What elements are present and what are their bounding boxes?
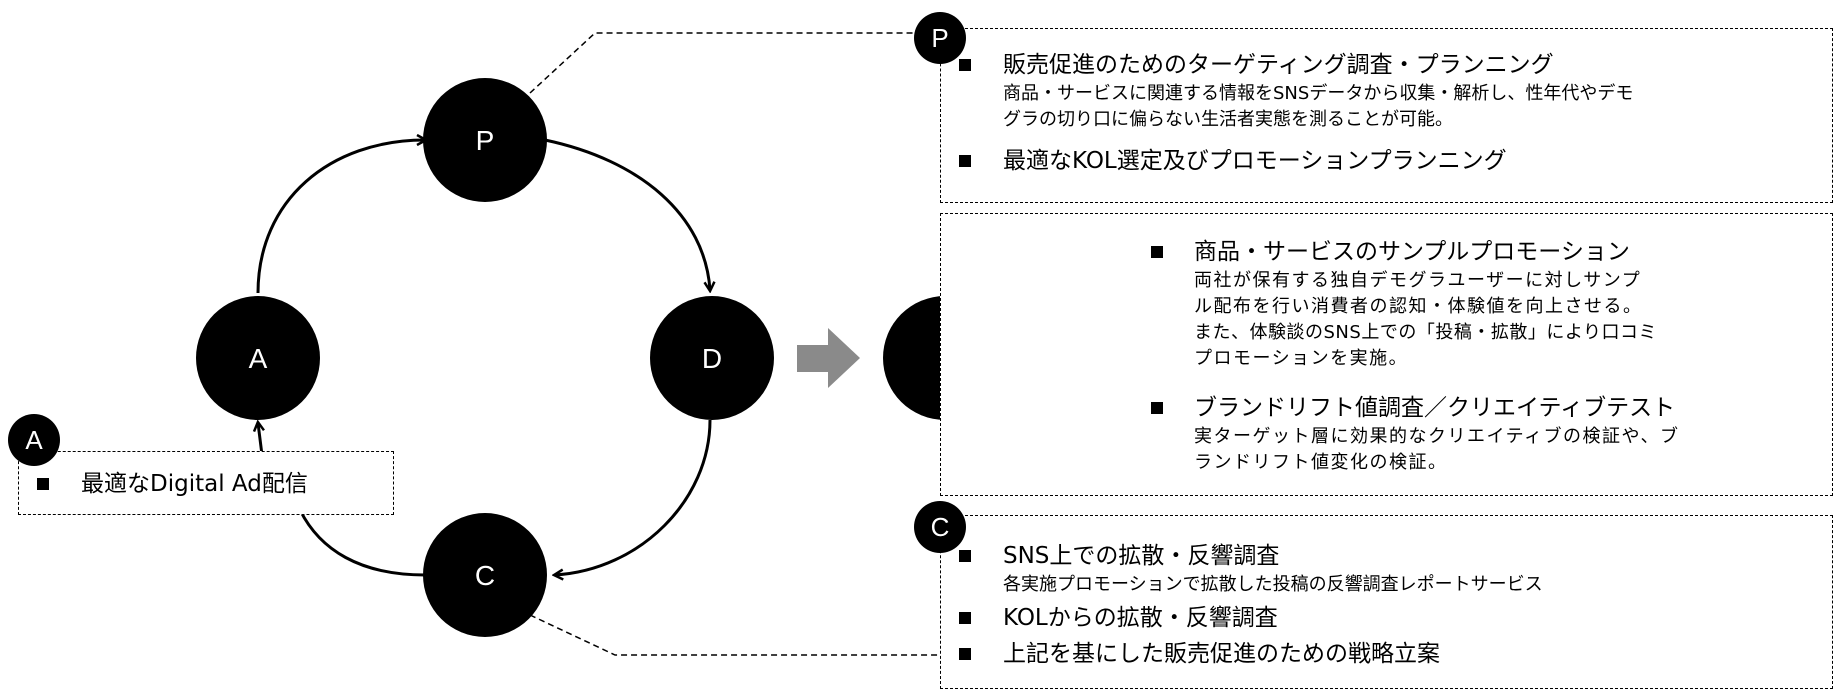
node-d-label: D: [702, 343, 722, 374]
box-act: 最適なDigital Ad配信: [18, 451, 394, 515]
node-d: [650, 296, 774, 420]
arc-p-to-d: [544, 138, 710, 290]
item-sub-line: 実ターゲット層に効果的なクリエイティブの検証や、ブ: [1194, 426, 1680, 447]
box-check: SNS上での拡散・反響調査 各実施プロモーションで拡散した投稿の反響調査レポート…: [940, 515, 1833, 689]
list-item: 最適なKOL選定及びプロモーションプランニング: [941, 148, 1832, 181]
bullet-icon: [959, 59, 971, 71]
node-c-label: C: [475, 560, 495, 591]
item-sub-line: 商品・サービスに関連する情報をSNSデータから収集・解析し、性年代やデモ: [1003, 83, 1634, 104]
node-a-label: A: [249, 343, 268, 374]
item-sub-line: ランドリフト値変化の検証。: [1194, 452, 1448, 473]
bullet-icon: [959, 550, 971, 562]
node-p: [423, 78, 547, 202]
list-item: 販売促進のためのターゲティング調査・プランニング 商品・サービスに関連する情報を…: [941, 52, 1832, 139]
item-sub-line: プロモーションを実施。: [1194, 348, 1409, 369]
item-heading: SNS上での拡散・反響調査: [1003, 543, 1280, 569]
node-a: [196, 296, 320, 420]
bullet-icon: [1151, 402, 1163, 414]
box-interactive: 商品・サービスのサンプルプロモーション 両社が保有する独自デモグラユーザーに対し…: [940, 213, 1833, 496]
transition-arrow: [797, 328, 860, 388]
item-heading: 最適なKOL選定及びプロモーションプランニング: [1003, 148, 1507, 174]
item-sub-line: グラの切り口に偏らない生活者実態を測ることが可能。: [1003, 109, 1453, 130]
bullet-icon: [959, 155, 971, 167]
item-sub-line: ル配布を行い消費者の認知・体験値を向上させる。: [1194, 296, 1643, 317]
node-p-label: P: [476, 125, 495, 156]
item-sub-line: 両社が保有する独自デモグラユーザーに対しサンプ: [1194, 270, 1642, 291]
item-heading: 最適なDigital Ad配信: [81, 471, 308, 497]
bullet-icon: [959, 648, 971, 660]
connector-c: [529, 614, 940, 656]
arrow-to-a: [258, 423, 262, 456]
item-heading: ブランドリフト値調査／クリエイティブテスト: [1194, 395, 1676, 421]
bullet-icon: [37, 478, 49, 490]
item-heading: 販売促進のためのターゲティング調査・プランニング: [1003, 52, 1554, 78]
item-sub-line: 各実施プロモーションで拡散した投稿の反響調査レポートサービス: [1003, 574, 1543, 595]
item-heading: 上記を基にした販売促進のための戦略立案: [1003, 641, 1440, 667]
arc-d-to-c: [555, 419, 712, 575]
item-heading: 商品・サービスのサンプルプロモーション: [1194, 239, 1630, 265]
box-plan: 販売促進のためのターゲティング調査・プランニング 商品・サービスに関連する情報を…: [940, 28, 1833, 203]
connector-p: [529, 32, 940, 94]
arc-c-to-a: [298, 509, 426, 577]
arc-a-to-p: [256, 140, 425, 294]
item-heading: KOLからの拡散・反響調査: [1003, 605, 1278, 631]
item-sub-line: また、体験談のSNS上での「投稿・拡散」により口コミ: [1194, 322, 1657, 343]
bullet-icon: [959, 612, 971, 624]
bullet-icon: [1151, 246, 1163, 258]
node-c: [423, 513, 547, 637]
